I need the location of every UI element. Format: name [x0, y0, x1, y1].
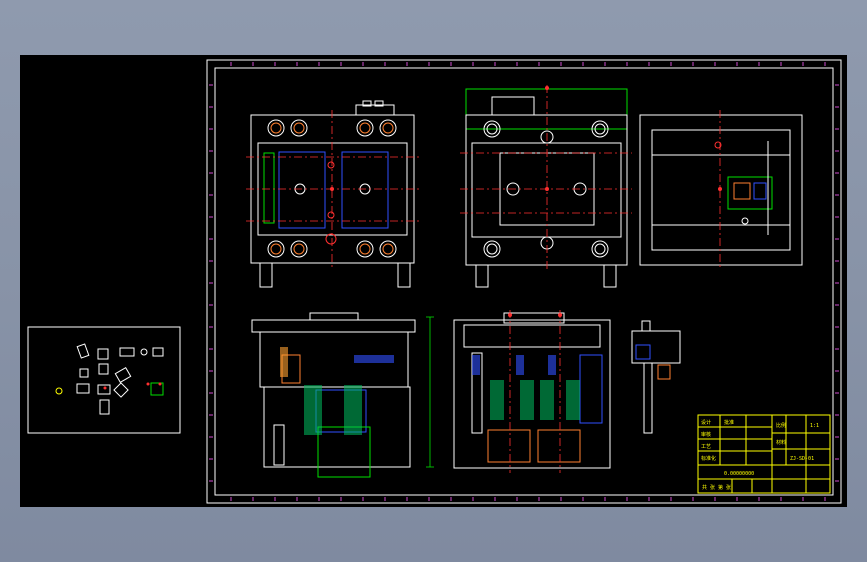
section-left-hatch — [280, 347, 394, 435]
section-left-dims — [426, 316, 434, 468]
tb-cell-4: 批准 — [724, 419, 734, 426]
tb-cell-2: 工艺 — [701, 444, 711, 450]
section-right-centerlines — [509, 310, 561, 473]
tb-cell-6: 材料 — [776, 439, 786, 446]
tb-revision: 0.00000000 — [724, 471, 754, 477]
tb-cell-5: 比例 — [776, 422, 786, 429]
drawing-svg: 设计 审核 工艺 标准化 批准 比例 材料 共 张 第 张 ZJ-SD-01 0… — [27, 59, 842, 504]
red-markers — [330, 86, 722, 317]
top-view-left — [250, 100, 415, 288]
section-left — [251, 312, 416, 478]
tb-cell-0: 设计 — [701, 419, 711, 426]
section-right-hatch — [472, 355, 580, 420]
tb-cell-7: 共 张 第 张 — [702, 484, 731, 491]
title-block — [697, 414, 831, 494]
title-block-text: 设计 审核 工艺 标准化 批准 比例 材料 共 张 第 张 ZJ-SD-01 0… — [701, 419, 819, 491]
section-right — [453, 312, 611, 469]
tb-cell-1: 审核 — [701, 431, 711, 438]
detail-view — [631, 320, 681, 434]
sheet-inner-frame — [214, 67, 834, 496]
tb-cell-3: 标准化 — [701, 455, 716, 462]
top-view-right-centerlines — [460, 85, 632, 270]
thumbnail-parts — [27, 326, 181, 434]
cad-drawing-canvas[interactable]: 设计 审核 工艺 标准化 批准 比例 材料 共 张 第 张 ZJ-SD-01 0… — [20, 55, 847, 507]
side-view — [639, 114, 803, 266]
sheet-outer-frame — [206, 59, 842, 504]
tb-scale: 1:1 — [810, 423, 819, 429]
zone-ticks — [209, 62, 839, 501]
tb-part-code: ZJ-SD-01 — [790, 456, 814, 462]
